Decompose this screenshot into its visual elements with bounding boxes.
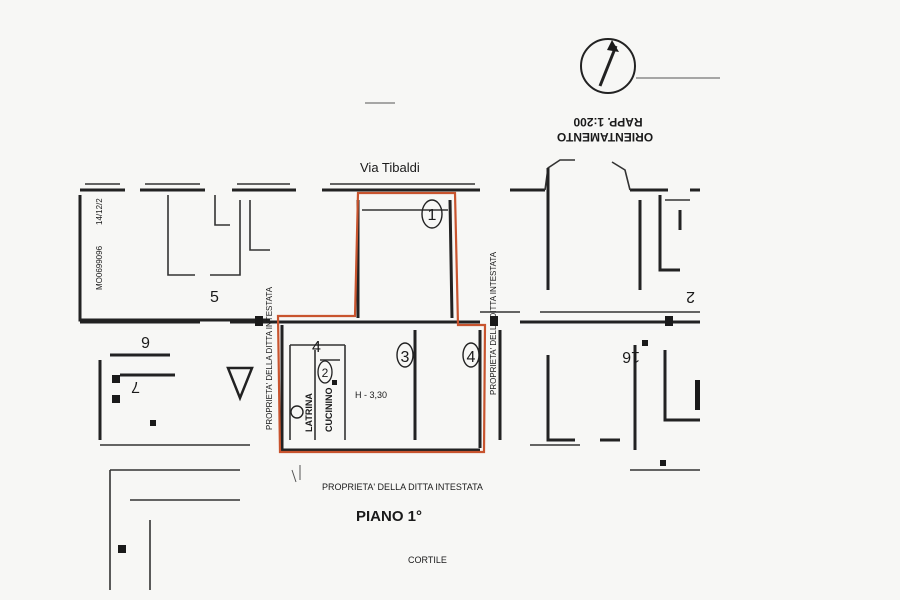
lower-right-buildings: [498, 330, 700, 471]
circled-number-2: 2: [317, 360, 333, 384]
parcel-number-7: 7: [131, 378, 140, 395]
unit-lower-rooms: [280, 325, 482, 452]
parcel-number-5: 5: [210, 289, 219, 306]
left-date-label: 14/12/2: [95, 198, 104, 225]
property-label-right: PROPRIETA' DELLA DITTA INTESTATA: [489, 251, 498, 395]
parcel-number-2: 2: [686, 288, 695, 305]
street-front-walls: [80, 159, 700, 290]
svg-text:2: 2: [322, 366, 329, 380]
lower-left-building: [98, 353, 250, 590]
courtyard-label: CORTILE: [408, 555, 447, 565]
left-code-label: MO0699096: [95, 245, 104, 290]
circled-number-1: 1: [421, 199, 443, 229]
orientation-label: ORIENTAMENTO: [557, 130, 653, 144]
north-arrow-icon: [580, 38, 720, 94]
street-label: Via Tibaldi: [360, 160, 420, 175]
right-building: [658, 195, 690, 272]
circled-number-3: 3: [396, 342, 414, 368]
property-label-left: PROPRIETA' DELLA DITTA INTESTATA: [265, 286, 274, 430]
unit-highlight-outline: [276, 191, 487, 454]
parcel-number-4: 4: [312, 339, 321, 356]
room-label-latrina: LATRINA: [304, 393, 314, 432]
unit-room-1: [356, 199, 454, 319]
svg-text:4: 4: [467, 349, 476, 366]
triangle-marker-icon: [226, 366, 254, 402]
svg-text:1: 1: [428, 207, 437, 224]
parcel-number-16: 16: [622, 348, 640, 365]
floor-label: PIANO 1°: [356, 508, 422, 525]
orientation-scale-label: RAPP. 1:200: [573, 115, 642, 129]
room-label-cucinino: CUCININO: [324, 388, 334, 433]
left-building: [78, 195, 270, 322]
circled-number-4: 4: [462, 342, 480, 368]
svg-text:3: 3: [401, 349, 410, 366]
room-height-note: H - 3,30: [355, 390, 387, 400]
parcel-number-6: 6: [141, 333, 150, 350]
pencil-mark: [291, 465, 301, 483]
property-label-bottom: PROPRIETA' DELLA DITTA INTESTATA: [322, 482, 483, 492]
corridor-wall: [80, 311, 700, 326]
